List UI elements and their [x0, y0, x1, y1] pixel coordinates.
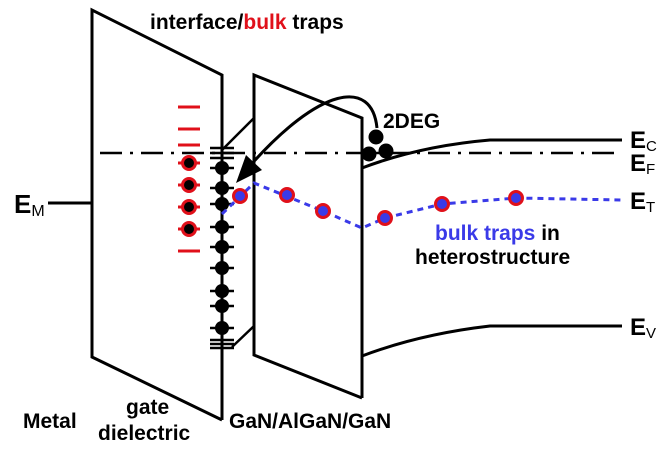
interface-filled-state	[210, 321, 234, 335]
dielectric-filled-trap	[178, 221, 200, 237]
2deg-electron	[368, 129, 384, 145]
heterostructure-bulk-trap	[434, 196, 450, 212]
conduction-band-edge	[361, 138, 622, 170]
interface-filled-state	[210, 197, 234, 211]
ef-label: EF	[630, 150, 655, 178]
et-label: ET	[630, 188, 655, 216]
2deg-electron	[378, 143, 394, 159]
interface-filled-state	[210, 240, 234, 254]
em-label: EM	[14, 189, 45, 220]
gate-label: gate	[126, 396, 169, 419]
interface-filled-state	[210, 284, 234, 298]
dielectric-filled-trap	[178, 177, 200, 193]
ec-label: EC	[630, 127, 657, 155]
trapping-arrowhead-icon	[236, 155, 262, 183]
interface-connector-top	[221, 117, 255, 151]
bulk-trap-level-line	[220, 181, 623, 230]
dielectric-filled-trap	[178, 199, 200, 215]
ev-label: EV	[630, 314, 656, 342]
dielectric-filled-trap	[178, 155, 200, 171]
metal-label: Metal	[23, 410, 77, 433]
interface-filled-state	[210, 161, 234, 175]
interface-filled-state	[210, 181, 234, 195]
heterostructure-bulk-trap	[279, 187, 295, 203]
interface-filled-state	[210, 220, 234, 234]
heterostructure-label: heterostructure	[415, 246, 570, 269]
valence-band-edge	[361, 324, 622, 358]
2deg-electron	[361, 146, 377, 162]
interface-connector-bottom	[231, 325, 255, 348]
heterostructure-bulk-trap	[508, 190, 524, 206]
trapping-arrow	[246, 95, 379, 169]
dielectric-band-outline	[90, 7, 224, 422]
bulk-traps-label: bulk traps in	[435, 222, 560, 245]
heterostructure-bulk-trap	[377, 210, 393, 226]
heterostructure-bulk-trap	[232, 188, 248, 204]
diagram-title: interface/bulk traps	[150, 11, 344, 34]
2deg-label: 2DEG	[383, 110, 440, 133]
heterostack-label: GaN/AlGaN/GaN	[229, 410, 391, 433]
heterostructure-bulk-trap	[315, 203, 331, 219]
dielectric-label: dielectric	[98, 422, 191, 445]
interface-filled-state	[210, 299, 234, 313]
barrier-band-outline	[252, 72, 364, 400]
interface-filled-state	[210, 261, 234, 275]
